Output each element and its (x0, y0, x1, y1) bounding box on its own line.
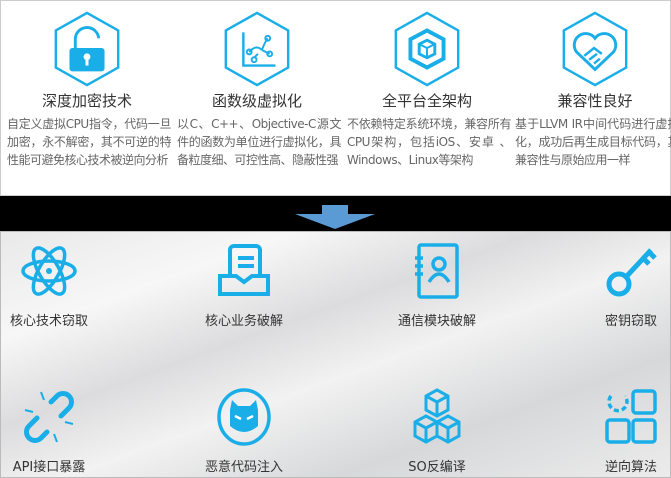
grid-icon (605, 389, 657, 444)
feature-desc: 基于LLVM IR中间代码进行虚拟化，成功后再生成目标代码，其兼容性与原始应用一… (515, 117, 671, 167)
contact-book-icon (415, 243, 459, 299)
devil-face-icon (217, 388, 271, 446)
feature-title: 全平台全架构 (381, 92, 472, 110)
threats-panel: 核心技术窃取 核心业务破解 通信模块破解 密钥窃取 API接口暴露 恶意代码注入… (0, 231, 671, 478)
broken-link-icon (24, 391, 74, 443)
heart-handshake-icon (562, 11, 628, 87)
feature-title: 深度加密技术 (41, 92, 132, 110)
feature-desc: 自定义虚拟CPU指令，代码一旦加密，永不解密，其不可逆的特性能可避免核心技术被逆… (7, 117, 172, 167)
features-panel: 深度加密技术 自定义虚拟CPU指令，代码一旦加密，永不解密，其不可逆的特性能可避… (0, 0, 671, 196)
inbox-document-icon (218, 244, 270, 296)
threat-so-decompile: SO反编译 (377, 388, 497, 475)
feature-title: 函数级虚拟化 (211, 92, 302, 110)
threat-label: 恶意代码注入 (204, 460, 283, 475)
threat-label: SO反编译 (408, 460, 466, 475)
threat-label: API接口暴露 (12, 460, 86, 475)
cubes-icon (413, 388, 461, 444)
threat-comm-module-crack: 通信模块破解 (377, 242, 497, 329)
feature-desc: 以C、C++、Objective-C源文件的函数为单位进行虚拟化，具备粒度细、可… (177, 117, 342, 167)
threat-core-business-crack: 核心业务破解 (184, 242, 304, 329)
lock-open-icon (54, 11, 120, 87)
arrow-down-icon (295, 205, 375, 229)
cube-icon (394, 11, 460, 87)
atom-icon (21, 246, 77, 296)
threat-label: 核心技术窃取 (9, 314, 88, 329)
threat-malicious-injection: 恶意代码注入 (184, 388, 304, 475)
key-icon (606, 248, 657, 297)
threat-reverse-algorithm: 逆向算法 (571, 388, 671, 475)
threat-label: 通信模块破解 (397, 314, 476, 329)
threat-key-theft: 密钥窃取 (571, 242, 671, 329)
threat-label: 逆向算法 (604, 460, 657, 475)
feature-desc: 不依赖特定系统环境，兼容所有CPU架构，包括iOS、安卓 、Windows、Li… (347, 117, 512, 167)
threat-core-tech-theft: 核心技术窃取 (0, 242, 109, 329)
divider-band (0, 196, 671, 231)
threat-label: 密钥窃取 (604, 314, 657, 329)
threat-api-exposure: API接口暴露 (0, 388, 109, 475)
threat-label: 核心业务破解 (204, 314, 283, 329)
graph-nodes-icon (224, 11, 290, 87)
feature-title: 兼容性良好 (557, 92, 633, 110)
